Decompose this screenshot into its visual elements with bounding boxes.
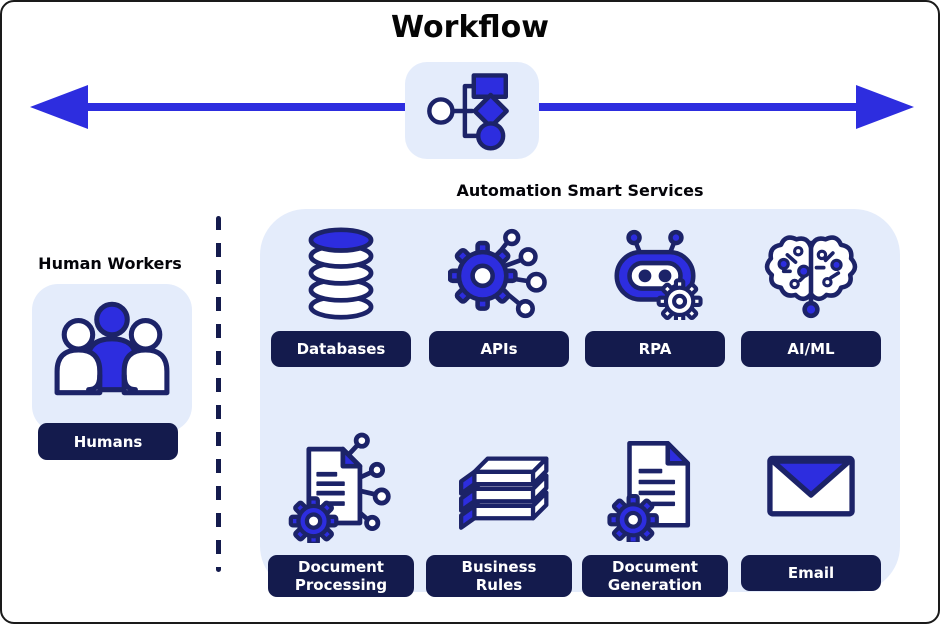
- icon-box: [448, 223, 550, 325]
- label-document-processing[interactable]: Document Processing: [268, 555, 414, 597]
- service-cell-rpa: RPA: [577, 223, 733, 367]
- books-stack-icon: [459, 456, 549, 530]
- human-workers-card: [32, 284, 192, 432]
- icon-box: [294, 223, 388, 325]
- dashed-divider: [216, 216, 221, 572]
- label-ai-ml[interactable]: AI/ML: [741, 331, 881, 367]
- service-cell-databases: Databases: [263, 223, 419, 367]
- label-document-generation[interactable]: Document Generation: [582, 555, 728, 597]
- arrow-left-head-icon: [30, 85, 88, 129]
- flowchart-icon: [427, 72, 509, 151]
- label-humans[interactable]: Humans: [38, 423, 178, 460]
- label-rpa[interactable]: RPA: [585, 331, 725, 367]
- icon-box: [761, 425, 861, 549]
- workflow-node: [405, 62, 539, 159]
- service-cell-document-generation: Document Generation: [577, 425, 733, 597]
- humans-icon: [54, 301, 170, 396]
- api-gear-nodes-icon: [448, 228, 547, 319]
- document-gear-nodes-icon: [288, 432, 391, 543]
- robot-icon: [614, 229, 703, 320]
- icon-box: [604, 223, 706, 325]
- document-gear-icon: [607, 441, 691, 542]
- human-workers-heading: Human Workers: [38, 254, 182, 273]
- service-cell-business-rules: Business Rules: [421, 425, 577, 597]
- label-apis[interactable]: APIs: [429, 331, 569, 367]
- label-email[interactable]: Email: [741, 555, 881, 591]
- service-cell-document-processing: Document Processing: [263, 425, 419, 597]
- service-cell-email: Email: [733, 425, 889, 591]
- services-heading: Automation Smart Services: [456, 181, 704, 200]
- label-databases[interactable]: Databases: [271, 331, 411, 367]
- label-business-rules[interactable]: Business Rules: [426, 555, 572, 597]
- icon-box: [288, 425, 394, 549]
- icon-box: [604, 425, 706, 549]
- diagram-title: Workflow: [391, 10, 549, 45]
- database-icon: [308, 227, 374, 320]
- service-cell-apis: APIs: [421, 223, 577, 367]
- arrow-right-head-icon: [856, 85, 914, 129]
- icon-box: [446, 425, 552, 549]
- brain-circuit-icon: [764, 235, 858, 319]
- icon-box: [760, 223, 862, 325]
- services-panel: Databases: [260, 209, 900, 597]
- service-cell-ai-ml: AI/ML: [733, 223, 889, 367]
- envelope-icon: [767, 455, 855, 517]
